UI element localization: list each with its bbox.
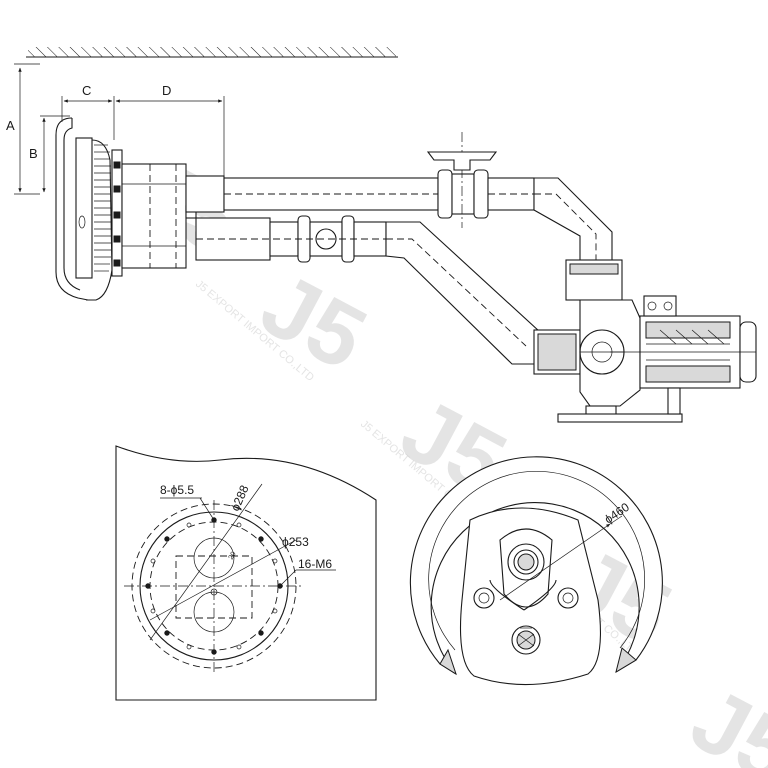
small-dim-label: 20 <box>228 551 238 561</box>
flange-detail-view: 8-ϕ5.5 ϕ288 ϕ253 16-M6 20 <box>115 445 377 701</box>
dimension-a: A <box>6 63 40 195</box>
dimension-b: B <box>29 115 70 193</box>
side-assembly-view: A B C D E <box>6 47 757 423</box>
front-view: ϕ460 <box>409 456 663 686</box>
flange-circle <box>124 500 304 672</box>
nozzle-head <box>55 117 123 301</box>
dimension-a-label: A <box>6 118 15 133</box>
ground-hatch <box>26 47 398 58</box>
watermark-mark: J5 <box>676 669 768 768</box>
dimension-c-label: C <box>82 83 91 98</box>
dimension-d: D <box>115 83 225 178</box>
jet-nozzle <box>507 543 545 581</box>
cover-plate <box>460 507 601 686</box>
grille-fins <box>94 144 111 272</box>
dimension-b-label: B <box>29 146 38 161</box>
dia-253-label: ϕ253 <box>282 535 309 549</box>
bolt-holes-label: 8-ϕ5.5 <box>160 483 194 497</box>
dia-288-label: ϕ288 <box>228 483 252 513</box>
watermark-mark: J5 <box>246 254 381 389</box>
lower-pipe <box>195 215 541 365</box>
flange-holes <box>145 517 283 655</box>
housing-arc <box>409 456 663 676</box>
flange-leaders <box>149 483 336 641</box>
control-button <box>511 625 541 655</box>
wall-housing <box>121 163 197 269</box>
threaded-holes-label: 16-M6 <box>298 557 332 571</box>
dimension-c: C <box>61 83 115 140</box>
dimension-d-label: D <box>162 83 171 98</box>
side-lights <box>473 587 579 609</box>
pump-motor <box>533 259 757 423</box>
